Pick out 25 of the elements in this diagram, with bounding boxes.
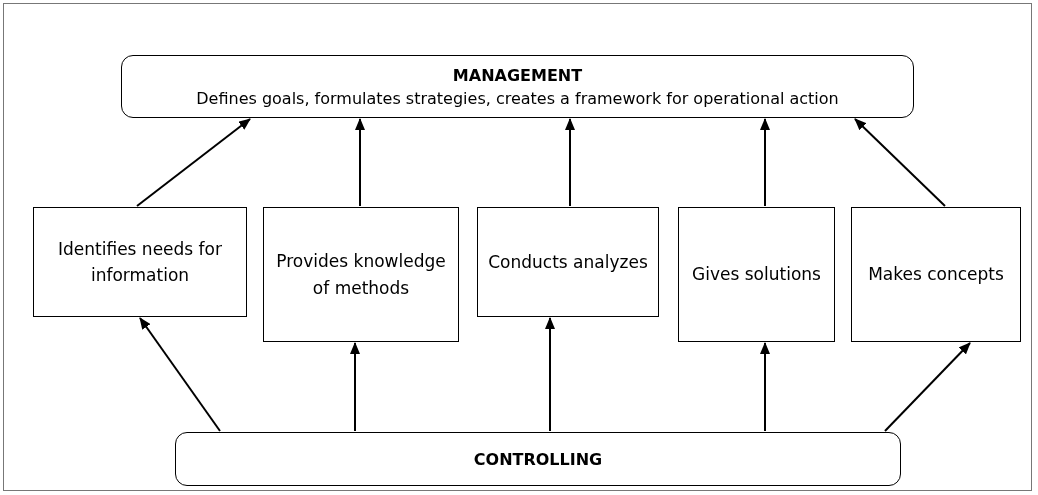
box-heading: MANAGEMENT: [452, 65, 583, 85]
box-label: Provides knowledge of methods: [275, 250, 447, 300]
management-box: [121, 55, 914, 118]
arrow: [136, 118, 251, 207]
process-box: [33, 207, 247, 317]
arrow: [355, 118, 365, 207]
arrow: [854, 118, 946, 207]
arrow: [760, 118, 770, 207]
arrow: [139, 317, 221, 432]
box-label: Gives solutions: [691, 263, 822, 287]
box-label: Identifies needs for information: [57, 237, 223, 287]
process-box: [851, 207, 1021, 342]
arrow: [350, 342, 360, 432]
controlling-box: [175, 432, 901, 486]
arrow: [760, 342, 770, 432]
box-label: Makes concepts: [867, 263, 1005, 287]
arrow: [545, 317, 555, 432]
process-box: [477, 207, 659, 317]
process-box: [678, 207, 835, 342]
box-description: Defines goals, formulates strategies, creates a framework for operational action: [196, 88, 839, 108]
box-label: Conducts analyzes: [487, 250, 649, 274]
process-box: [263, 207, 459, 342]
arrow: [884, 342, 971, 432]
arrow: [565, 118, 575, 207]
box-heading: CONTROLLING: [473, 449, 603, 469]
